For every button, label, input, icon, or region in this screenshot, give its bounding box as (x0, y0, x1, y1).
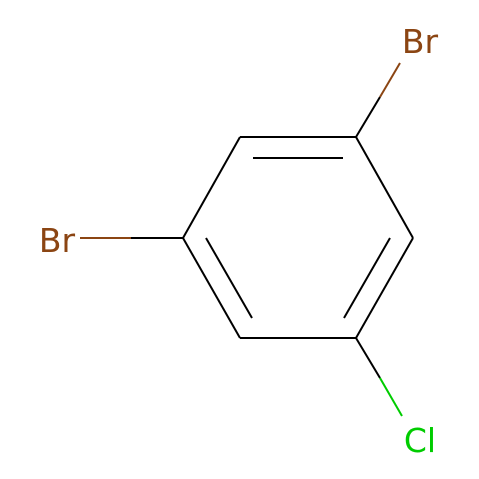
chlorine-label: Cl (404, 421, 436, 460)
bond-c-cl-carbon-half (355, 337, 381, 379)
bromine-left-label: Br (39, 221, 76, 260)
inner-double-bond-left (205, 237, 253, 319)
bond-c-cl-chlorine-half (379, 377, 403, 417)
bond-c-br-top-bromine-half (379, 62, 401, 98)
ring-bond-2 (355, 136, 414, 239)
benzene-ring (182, 136, 414, 339)
ring-bond-5 (182, 237, 241, 339)
inner-double-bond-right (343, 237, 391, 319)
ring-bond-6 (182, 136, 241, 239)
ring-bond-3 (355, 237, 414, 339)
bromine-top-label: Br (402, 22, 439, 61)
substituent-bonds (80, 62, 403, 417)
bond-c-br-top-carbon-half (355, 96, 381, 138)
